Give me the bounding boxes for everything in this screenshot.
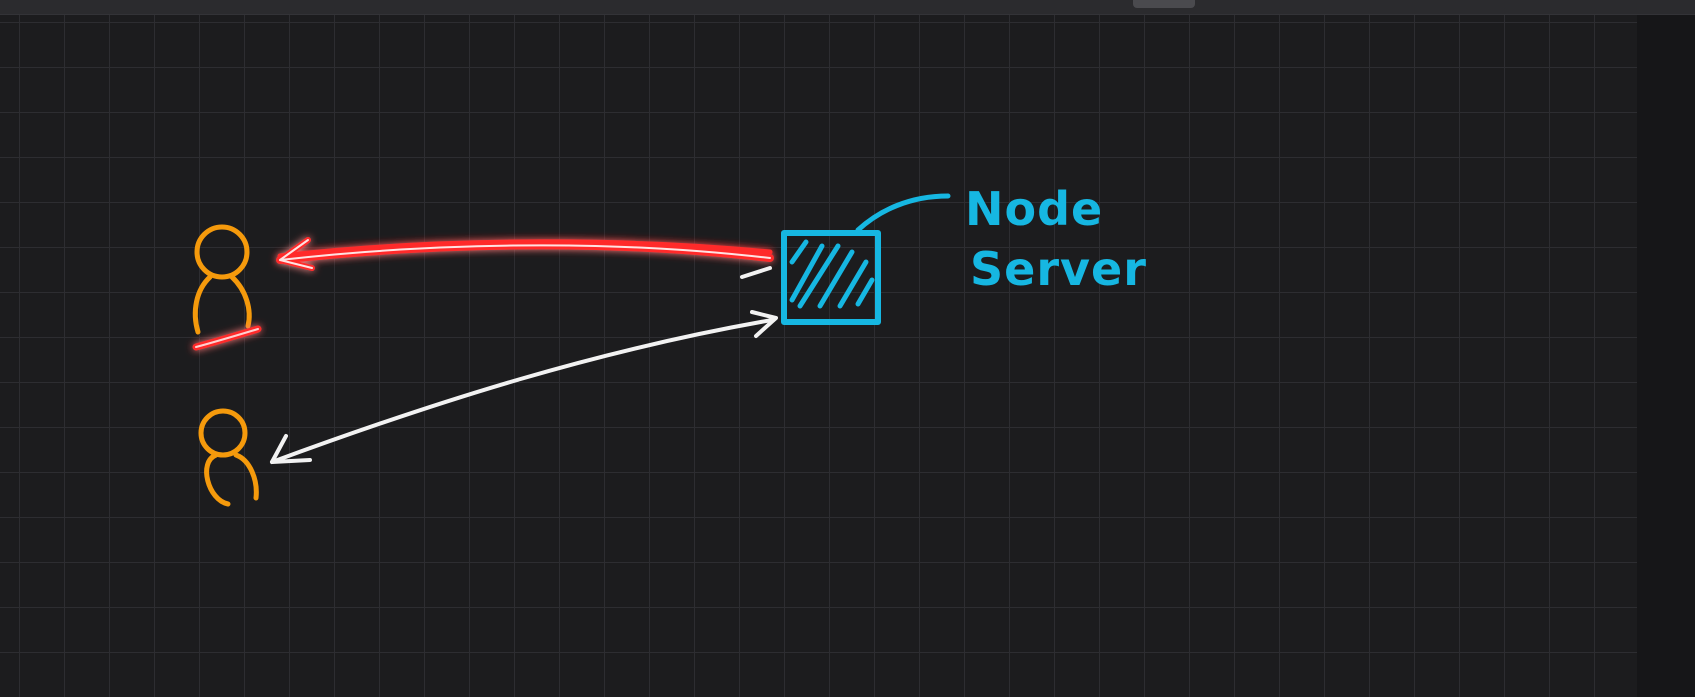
client-bottom-person-icon: [198, 408, 259, 507]
drawing-canvas[interactable]: [0, 15, 1637, 697]
side-panel: [1637, 15, 1695, 697]
connection-arrow: [270, 310, 778, 464]
toolbar-handle[interactable]: [1133, 0, 1195, 8]
client-top-person-icon: [192, 224, 252, 335]
label-leader-line: [855, 193, 951, 233]
active-marker: [192, 325, 262, 351]
connection-arrow-tail: [740, 266, 772, 279]
server-label-line2: Server: [970, 242, 1147, 296]
server-box-icon: [781, 230, 881, 325]
active-connection-arrow: [276, 237, 774, 271]
server-label-line1: Node: [965, 182, 1103, 236]
top-toolbar: [0, 0, 1695, 15]
